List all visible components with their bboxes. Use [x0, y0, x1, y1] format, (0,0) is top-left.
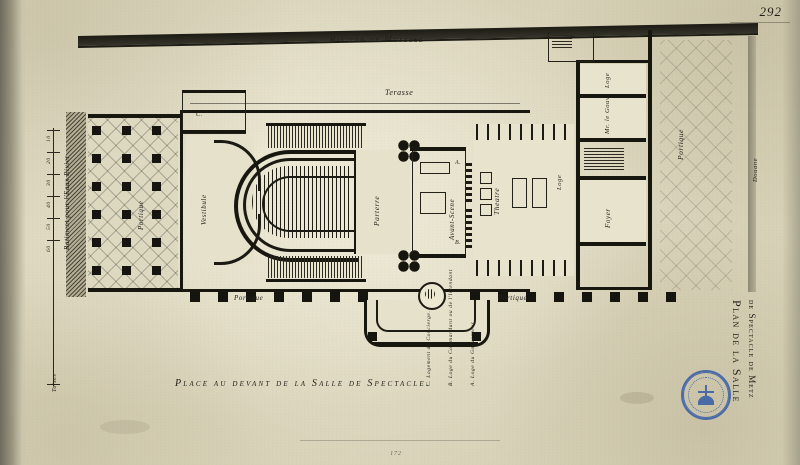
portique-bottom-left-label: Portique	[234, 294, 264, 302]
legend-item-c: C. Logement du Concierge.	[426, 310, 432, 386]
foxing-spot-2	[100, 420, 150, 434]
service-block-upper-left	[182, 92, 246, 134]
theatre-prop-box-5	[480, 204, 492, 216]
building-left-wall	[180, 110, 183, 292]
douane-strip	[748, 36, 756, 292]
foxing-spot-1	[620, 392, 654, 404]
theatre-prop-box-3	[480, 172, 492, 184]
terasse-edge	[190, 103, 520, 104]
annex-upper-right	[548, 28, 594, 62]
right-wing-spine	[576, 60, 580, 290]
front-pavilion-inner	[376, 300, 476, 332]
scale-tick-50: 50	[46, 223, 52, 230]
right-wing-bottom	[576, 287, 652, 290]
portique-right-field	[660, 40, 732, 290]
pilaster-cluster-ul	[398, 140, 420, 162]
bottom-plate-rule	[300, 440, 500, 441]
service-block-wall-b	[182, 130, 246, 133]
portique-left-field	[88, 118, 178, 288]
loge-cell-2	[580, 98, 646, 138]
plate-number: 172	[390, 450, 402, 457]
foyer-label: Foyer	[604, 208, 612, 228]
douane-label: Douane	[752, 157, 759, 182]
pavilion-step-line	[372, 342, 478, 344]
portique-left-label: Portique	[137, 200, 145, 230]
legend-item-b: B. Loge du Commandant ou de l'Intendant	[448, 269, 454, 386]
loges-band-lower	[268, 256, 364, 278]
loge-marker-b: B.	[455, 240, 462, 246]
batiment-gauche-strip	[66, 112, 86, 297]
right-wing-top	[576, 60, 652, 63]
loge-bottom-label: Loge	[556, 174, 563, 190]
portique-right-label: Portique	[676, 128, 685, 160]
parterre-left-edge	[354, 150, 356, 254]
building-bottom-wall	[180, 289, 530, 292]
loges-band-upper	[268, 126, 364, 148]
avant-scene-label: Avant-Scene	[448, 198, 456, 240]
stage-box-a	[420, 162, 450, 174]
page-number-rule	[730, 22, 790, 23]
batiment-gauche-label: Batiment pour l'Eaux Rivier	[63, 155, 71, 250]
loge-gouverneur-label: Mr. le Gouv.	[604, 94, 611, 134]
theatre-label: Theatre	[492, 187, 501, 215]
concierge-marker-c: C.	[196, 112, 203, 118]
title-line-1: Plan de la Salle	[730, 300, 744, 403]
auditorium-horseshoe-mid	[243, 158, 356, 252]
annex-stairs	[552, 34, 572, 48]
loges-band-upper-wall	[266, 123, 366, 126]
theatre-wings-bottom	[476, 260, 572, 276]
theatre-prop-box-4	[480, 188, 492, 200]
auditorium-inner-rail	[262, 176, 356, 232]
pavilion-pier-r	[472, 332, 481, 341]
stamp-crest-icon	[698, 385, 714, 405]
scale-tick-60: 60	[46, 245, 52, 252]
terasse-label: Terasse	[385, 88, 414, 97]
bottom-caption: Place au devant de la Salle de Spectacle…	[175, 378, 431, 389]
avant-scene-top-wall	[410, 147, 466, 151]
right-edge-shadow	[782, 0, 800, 465]
loge-divider-3	[580, 176, 646, 180]
pavilion-pier-l	[368, 332, 377, 341]
scale-unit-label: Toises	[52, 373, 58, 392]
portique-left-top-wall	[88, 114, 180, 118]
theatre-prop-box-2	[532, 178, 547, 208]
river-label: Riviere de Moselle	[330, 34, 425, 44]
vestibule-label: Vestibule	[200, 194, 208, 225]
avant-scene-bottom-wall	[410, 254, 466, 258]
title-line-2: de Spectacle de Metz	[747, 300, 757, 399]
loge-top-label: Loge	[604, 72, 611, 88]
loge-marker-a: A.	[455, 160, 462, 166]
scale-tick-40: 40	[46, 201, 52, 208]
right-wing-staircase	[584, 148, 624, 170]
library-stamp	[681, 370, 731, 420]
loge-divider-2	[580, 138, 646, 142]
loge-divider-1	[580, 94, 646, 98]
proscenium-dotted-upper	[466, 160, 472, 202]
theatre-wings-top	[476, 124, 572, 140]
legend-item-a: A. Loge du Gouverneur	[470, 321, 476, 386]
building-top-wall	[180, 110, 530, 113]
scale-tick-20: 20	[46, 157, 52, 164]
theatre-prop-box-1	[512, 178, 527, 208]
right-wing-outer	[648, 30, 652, 290]
theatre-floor	[474, 124, 574, 276]
scale-tick-10: 10	[46, 135, 52, 142]
rotunda-core	[425, 289, 435, 299]
foyer-cell	[580, 180, 646, 242]
left-gutter-shadow	[0, 0, 26, 465]
loge-cell-1	[580, 64, 646, 94]
stage-box-b	[420, 192, 446, 214]
loges-band-lower-wall	[266, 279, 366, 282]
proscenium-dotted-lower	[466, 206, 472, 248]
portique-bottom-right-label: Portique	[498, 294, 528, 302]
parterre-floor	[356, 150, 410, 254]
scale-tick-30: 30	[46, 179, 52, 186]
loge-divider-4	[580, 242, 646, 246]
portique-left-bottom-wall	[88, 288, 180, 292]
page-number: 292	[759, 4, 782, 19]
parterre-label: Parterre	[372, 195, 381, 226]
service-block-wall-a	[182, 90, 246, 93]
